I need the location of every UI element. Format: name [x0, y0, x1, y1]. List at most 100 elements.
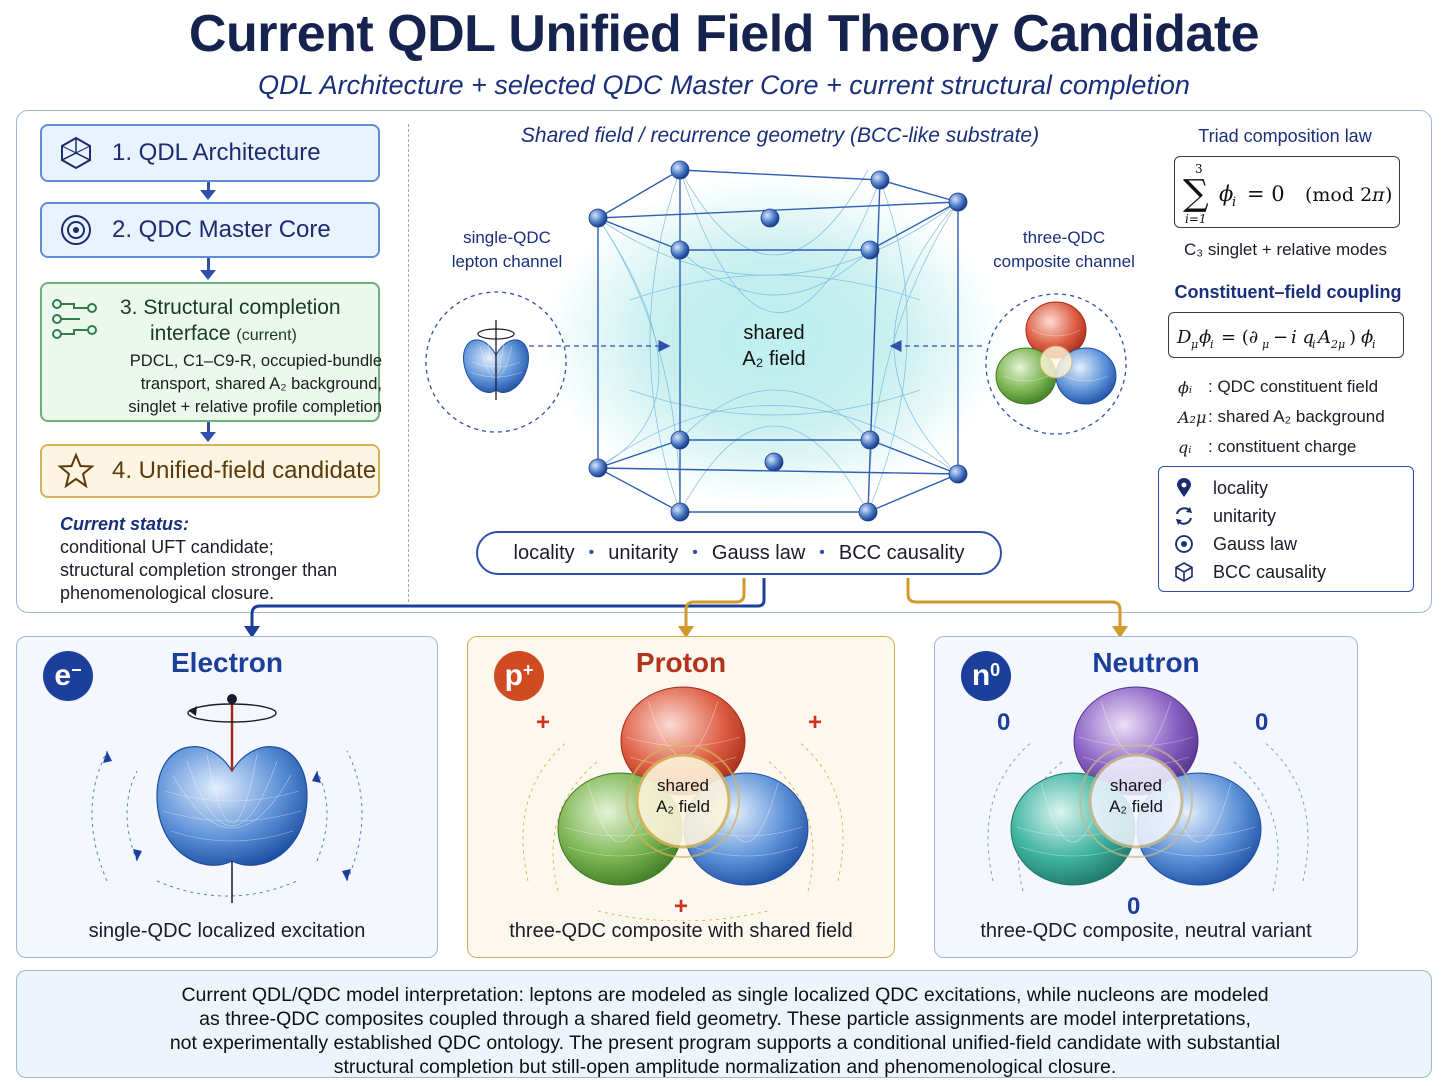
constraint-pill: locality • unitarity • Gauss law • BCC c… — [476, 531, 1002, 575]
note-line: structural completion but still-open amp… — [333, 1056, 1117, 1078]
legend-item: BCC causality — [1173, 561, 1326, 583]
step-label: 2. QDC Master Core — [112, 216, 331, 243]
def-text: : constituent charge — [1208, 437, 1357, 456]
step-label: 3. Structural completion — [120, 296, 341, 319]
svg-text:i: i — [1232, 195, 1236, 210]
proton-title: Proton — [635, 647, 727, 678]
target-icon — [1173, 533, 1195, 555]
charge-sign: 0 — [1255, 709, 1269, 736]
svg-text:μ: μ — [1262, 338, 1269, 351]
charge-sign: 0 — [997, 709, 1011, 736]
lattice-node — [760, 208, 780, 228]
cube-icon — [1173, 561, 1195, 583]
neutron-caption: three-QDC composite, neutral variant — [980, 920, 1312, 942]
lattice-node — [948, 192, 968, 212]
current-tag: (current) — [236, 327, 297, 344]
proton-badge: p+ — [494, 651, 544, 701]
proton-caption: three-QDC composite with shared field — [509, 920, 853, 942]
step-label: 4. Unified-field candidate — [112, 457, 377, 484]
single-qdc-orb — [463, 320, 529, 400]
def-symbol: qᵢ — [1178, 437, 1192, 457]
circuit-nodes-icon — [50, 294, 100, 349]
svg-text:i q: i q — [1291, 327, 1314, 348]
proton-orb-cluster — [522, 686, 844, 921]
lattice-node — [670, 502, 690, 522]
lattice-node — [860, 240, 880, 260]
constraint-legend: locality unitarity Gauss law BCC causali… — [1158, 466, 1414, 592]
arrow-down-icon — [200, 190, 216, 200]
svg-text:ϕ: ϕ — [1361, 327, 1373, 348]
three-qdc-orb-cluster — [995, 301, 1117, 405]
step-qdc-master-core: 2. QDC Master Core — [40, 202, 380, 258]
connector — [207, 422, 210, 434]
neutron-orb-cluster — [987, 686, 1309, 892]
svg-text:i: i — [1210, 338, 1214, 351]
constraint-item: Gauss law — [711, 541, 806, 564]
def-text: : QDC constituent field — [1208, 377, 1379, 396]
step-label: 1. QDL Architecture — [112, 139, 321, 166]
svg-text:= 0: = 0 — [1247, 182, 1285, 206]
constraint-item: unitarity — [608, 541, 679, 564]
bcc-lattice-diagram — [425, 160, 1127, 522]
note-line: not experimentally established QDC ontol… — [169, 1032, 1281, 1054]
charge-sign: + — [674, 893, 689, 920]
electron-card: e− Electron single-QDC localized excitat… — [16, 636, 438, 958]
lattice-node — [670, 240, 690, 260]
lattice-node — [588, 458, 608, 478]
connector — [207, 182, 210, 192]
charge-sign: 0 — [1127, 893, 1141, 920]
lattice-node — [870, 170, 890, 190]
svg-text:3: 3 — [1195, 162, 1203, 176]
connector — [207, 258, 210, 272]
svg-text:μ: μ — [1191, 338, 1198, 351]
svg-text:∑: ∑ — [1183, 173, 1209, 214]
svg-text:A: A — [1316, 327, 1331, 348]
svg-text:D: D — [1176, 327, 1192, 348]
legend-item: locality — [1173, 477, 1268, 499]
svg-text:ϕ: ϕ — [1219, 182, 1233, 206]
charge-sign: + — [808, 709, 823, 736]
cycle-arrows-icon — [1173, 505, 1195, 527]
svg-text:2μ: 2μ — [1330, 338, 1345, 351]
bullet-icon: • — [819, 544, 825, 561]
charge-sign: + — [536, 709, 551, 736]
svg-text:= (∂: = (∂ — [1221, 327, 1258, 348]
symbol-definitions: ϕᵢ : QDC constituent field A₂μ: shared A₂… — [1178, 372, 1408, 462]
def-text: : shared A₂ background — [1208, 407, 1385, 426]
constraint-item: BCC causality — [838, 541, 965, 564]
svg-text:ϕ: ϕ — [1199, 327, 1211, 348]
triad-equation: 3 ∑ i=1 ϕ i = 0 (mod 2 π ) — [1174, 156, 1400, 228]
coupling-heading: Constituent–field coupling — [1174, 282, 1402, 302]
lattice-node — [670, 160, 690, 180]
lattice-node — [860, 430, 880, 450]
star-icon — [56, 451, 96, 491]
bullet-icon: • — [588, 544, 595, 561]
step-structural-completion: 3. Structural completion interface (curr… — [40, 282, 382, 422]
cube-icon — [56, 133, 96, 173]
lattice-node — [764, 452, 784, 472]
lattice-node — [948, 464, 968, 484]
def-symbol: A₂μ — [1178, 407, 1207, 427]
coupling-equation: D μ ϕ i = (∂ μ − i q i A 2μ ) ϕ i — [1168, 312, 1404, 358]
arrow-down-icon — [200, 270, 216, 280]
status-heading: Current status: — [60, 514, 190, 534]
svg-text:i: i — [1312, 338, 1316, 351]
status-line: conditional UFT candidate; — [60, 537, 274, 557]
lattice-node — [858, 502, 878, 522]
svg-text:−: − — [1273, 327, 1288, 348]
legend-item: Gauss law — [1173, 533, 1297, 555]
status-line: structural completion stronger than — [60, 560, 338, 580]
step-qdl-architecture: 1. QDL Architecture — [40, 124, 380, 182]
geometry-heading: Shared field / recurrence geometry (BCC-… — [520, 124, 1040, 147]
electron-caption: single-QDC localized excitation — [88, 920, 366, 942]
step-unified-field-candidate: 4. Unified-field candidate — [40, 444, 380, 498]
svg-text:): ) — [1349, 327, 1356, 348]
page-title: Current QDL Unified Field Theory Candida… — [188, 5, 1260, 63]
def-symbol: ϕᵢ — [1178, 377, 1193, 397]
